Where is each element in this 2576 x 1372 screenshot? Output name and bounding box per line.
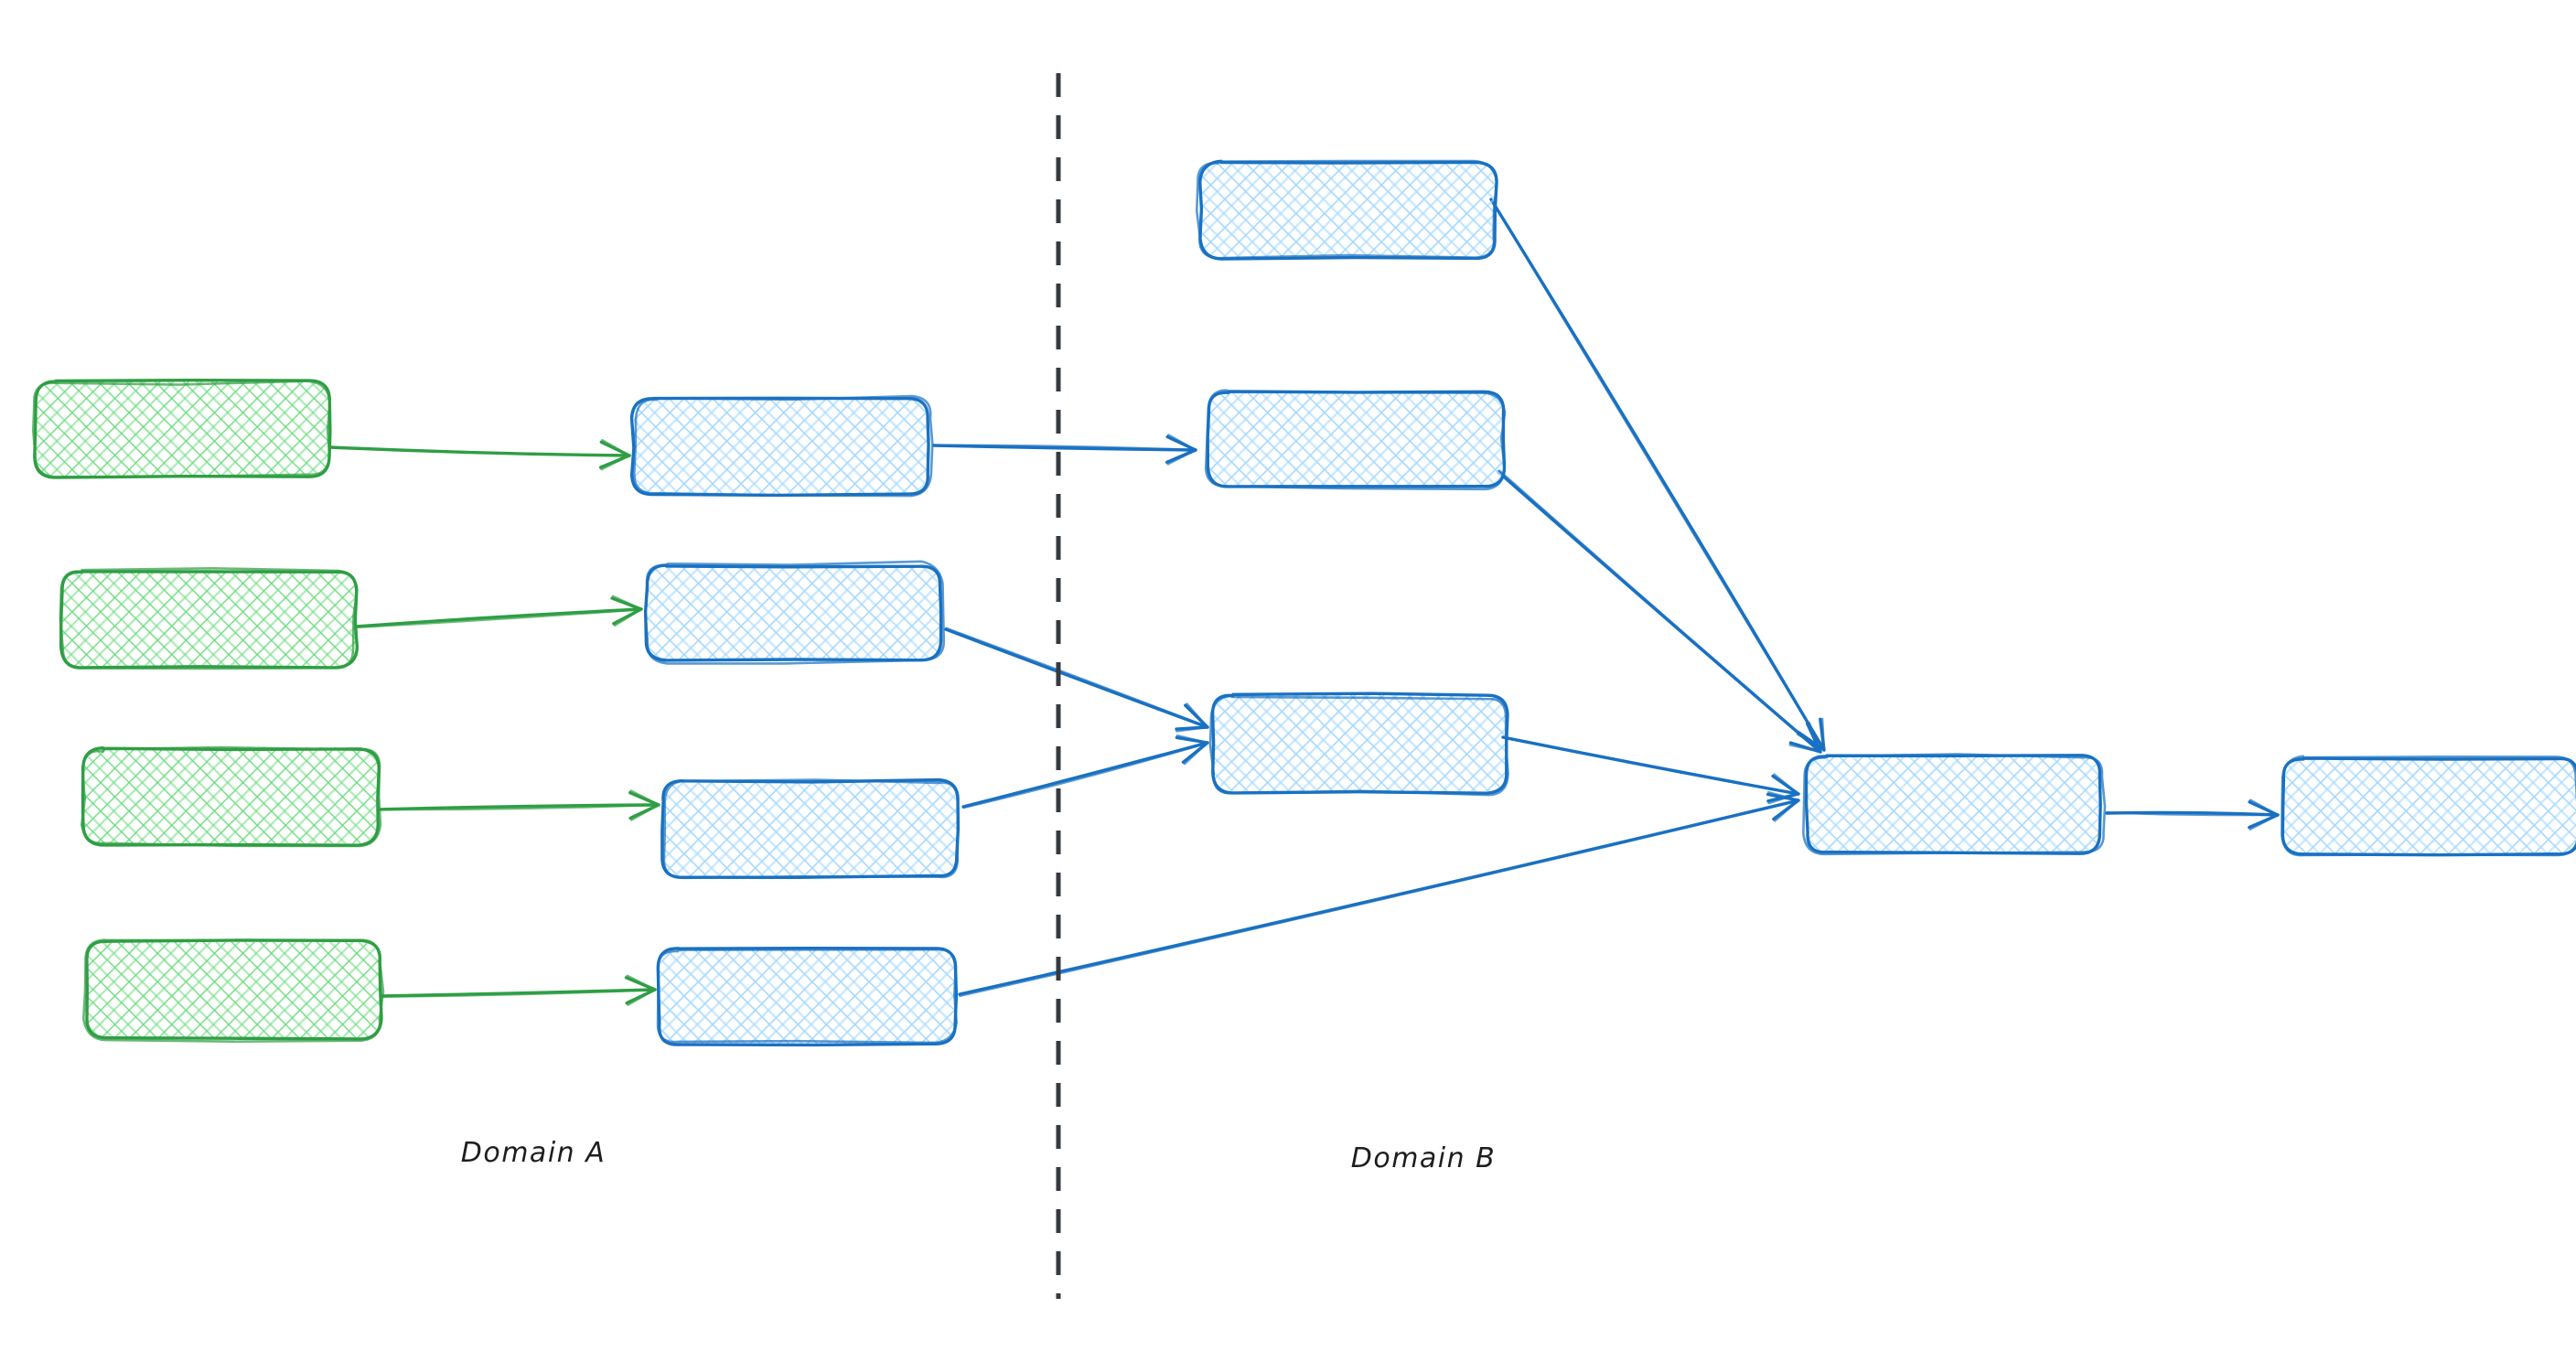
node-a2[interactable] — [59, 567, 360, 670]
node-a1[interactable] — [31, 378, 332, 479]
edge-e-a3-m3[interactable] — [376, 789, 660, 821]
node-outline — [656, 948, 959, 1045]
edge-e-b2-hub[interactable] — [1497, 469, 1822, 754]
edge-arrowhead — [600, 438, 631, 471]
node-layer — [31, 159, 2576, 1047]
edge-arrowhead — [1175, 702, 1209, 733]
node-b1[interactable] — [1195, 159, 1498, 261]
edge-e-m2-b3[interactable] — [944, 627, 1209, 733]
edge-e-b3-hub[interactable] — [1501, 735, 1800, 805]
node-a3[interactable] — [80, 745, 382, 848]
node-b2[interactable] — [1204, 389, 1507, 491]
node-outline — [31, 380, 331, 478]
edge-e-m3-b3[interactable] — [961, 734, 1209, 809]
node-fill-hatch — [634, 398, 929, 494]
edge-arrowhead — [2249, 799, 2280, 831]
edge-line — [354, 608, 643, 629]
edge-line — [945, 627, 1209, 728]
node-outline — [662, 778, 960, 880]
node-outline — [59, 567, 359, 670]
label-layer: Domain A Domain B — [461, 1137, 1497, 1174]
domain-label-domain-b: Domain B — [1351, 1142, 1497, 1174]
node-fill-hatch — [1208, 391, 1503, 488]
edge-e-m4-hub[interactable] — [958, 790, 1800, 997]
node-fill-hatch — [660, 949, 955, 1045]
node-out[interactable] — [2281, 755, 2576, 857]
edge-line — [962, 742, 1209, 809]
node-outline — [2281, 755, 2576, 857]
node-fill-hatch — [1806, 756, 2101, 852]
edge-line — [2105, 811, 2280, 817]
edge-line — [961, 741, 1209, 809]
edge-arrowhead — [611, 595, 643, 627]
node-fill-hatch — [85, 942, 381, 1038]
node-outline — [81, 938, 385, 1044]
edge-e-a4-m4[interactable] — [379, 974, 657, 1006]
node-m2[interactable] — [643, 560, 946, 665]
edge-line — [1501, 736, 1800, 796]
edge-arrowhead — [1788, 722, 1822, 754]
node-fill-hatch — [1212, 695, 1508, 791]
node-outline — [80, 745, 382, 848]
edge-arrowhead — [1166, 434, 1197, 466]
node-outline — [1195, 159, 1498, 260]
edge-layer — [328, 198, 2280, 1006]
edge-e-m1-b2[interactable] — [932, 434, 1197, 466]
node-m3[interactable] — [660, 777, 961, 880]
edge-line — [1489, 198, 1826, 752]
edge-line — [376, 803, 660, 811]
node-outline — [633, 394, 934, 498]
edge-line — [1497, 469, 1822, 753]
domain-label-domain-a: Domain A — [461, 1137, 606, 1169]
edge-e-a2-m2[interactable] — [354, 595, 643, 629]
edge-e-b1-hub[interactable] — [1489, 198, 1826, 752]
node-b3[interactable] — [1208, 691, 1509, 797]
edge-line — [932, 444, 1197, 452]
node-fill-hatch — [663, 782, 959, 878]
node-fill-hatch — [82, 747, 378, 843]
node-outline — [1802, 753, 2107, 856]
node-fill-hatch — [2282, 759, 2576, 855]
node-outline — [1208, 694, 1509, 797]
edge-line — [959, 799, 1800, 997]
node-m4[interactable] — [656, 946, 959, 1047]
edge-e-a1-m1[interactable] — [328, 438, 631, 471]
node-fill-hatch — [1200, 162, 1496, 258]
node-fill-hatch — [646, 565, 941, 661]
edge-arrowhead — [629, 789, 660, 821]
edge-e-hub-out[interactable] — [2105, 799, 2280, 831]
edge-arrowhead — [1175, 734, 1209, 766]
edge-arrowhead — [1766, 790, 1800, 822]
edge-line — [379, 989, 657, 998]
node-fill-hatch — [60, 571, 356, 667]
node-outline — [1204, 389, 1507, 491]
node-m1[interactable] — [629, 394, 934, 498]
edge-arrowhead — [626, 974, 657, 1006]
node-fill-hatch — [35, 381, 330, 477]
node-hub[interactable] — [1802, 753, 2107, 856]
node-outline — [644, 560, 946, 665]
edge-line — [328, 445, 631, 457]
edge-arrowhead — [1767, 773, 1800, 805]
edge-line — [958, 799, 1800, 996]
node-a4[interactable] — [81, 938, 385, 1044]
